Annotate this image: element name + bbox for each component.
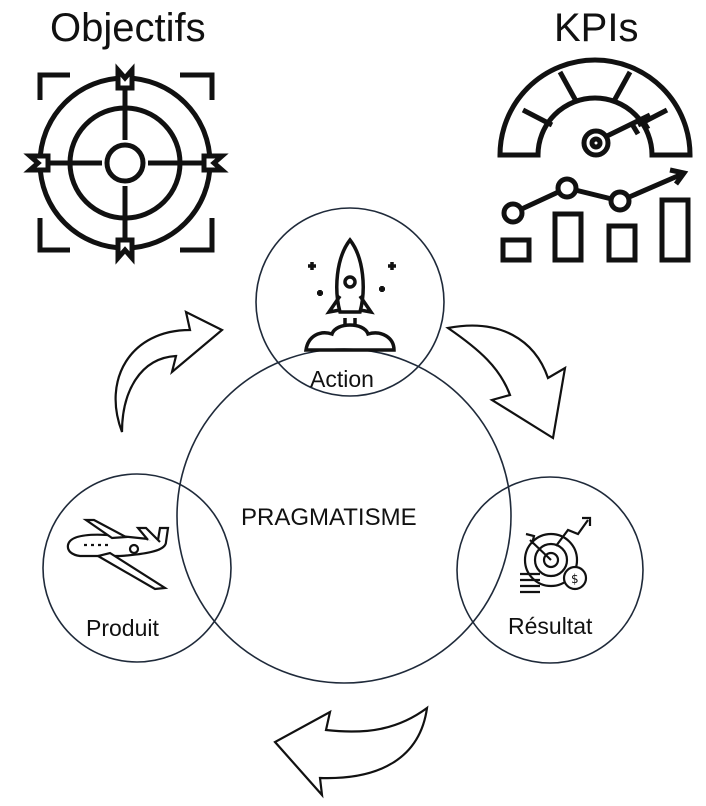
svg-text:$: $ bbox=[571, 572, 579, 586]
action-circle bbox=[255, 207, 445, 397]
target-with-arrows-icon bbox=[23, 63, 229, 265]
resultat-circle bbox=[456, 476, 644, 664]
arrow-action-to-resultat bbox=[445, 324, 567, 440]
produit-circle bbox=[42, 473, 232, 663]
jet-airplane-icon bbox=[66, 518, 170, 591]
gauge-key-and-bar-chart-icon bbox=[497, 57, 693, 263]
target-and-coins-icon: $ bbox=[520, 516, 592, 594]
center-label: PRAGMATISME bbox=[241, 504, 417, 531]
objectives-title: Objectifs bbox=[50, 6, 206, 50]
kpis-title: KPIs bbox=[554, 6, 639, 50]
resultat-label: Résultat bbox=[508, 613, 593, 639]
action-label: Action bbox=[310, 366, 374, 392]
arrow-resultat-to-produit bbox=[273, 705, 429, 799]
produit-label: Produit bbox=[86, 615, 159, 641]
cycle-circles bbox=[42, 207, 644, 684]
rocket-launch-icon bbox=[303, 237, 396, 352]
arrow-produit-to-action bbox=[114, 309, 224, 433]
